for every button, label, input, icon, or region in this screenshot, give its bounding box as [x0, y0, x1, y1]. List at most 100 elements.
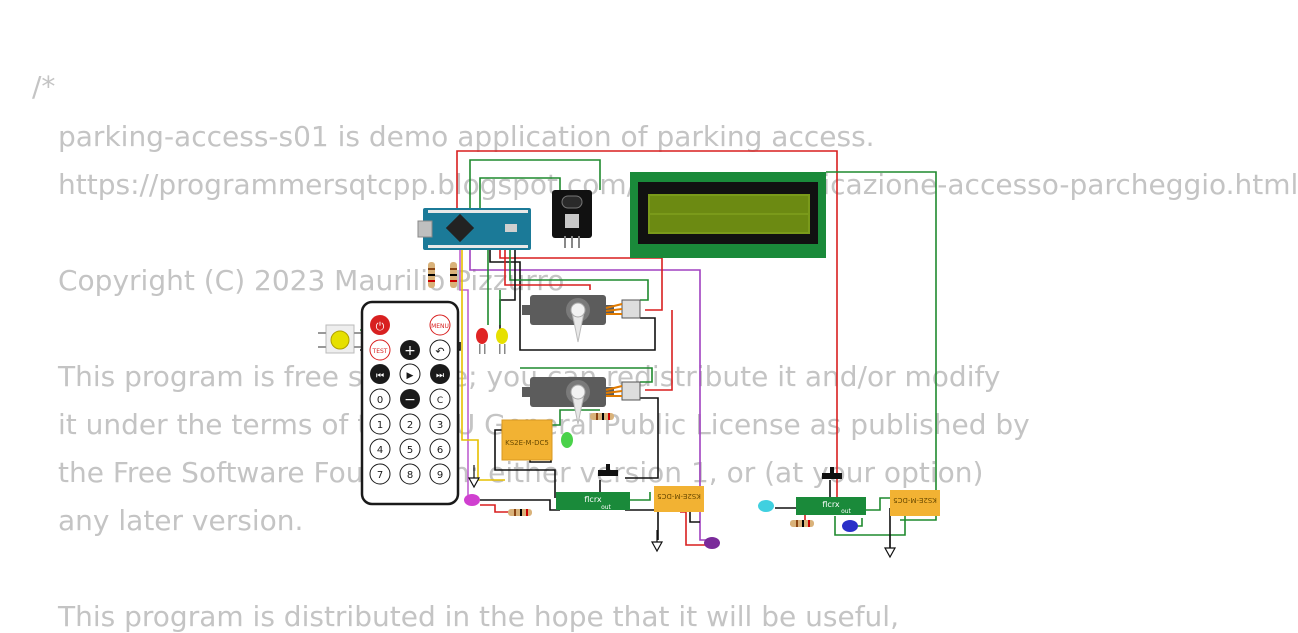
svg-text:flcrx: flcrx — [822, 500, 840, 509]
digit-4-button[interactable]: 4 — [369, 438, 391, 460]
wire-green-lcd[interactable] — [479, 177, 561, 210]
svg-text:C: C — [437, 396, 443, 406]
power-button[interactable]: ⏻ — [370, 315, 390, 335]
svg-text:flcrx: flcrx — [584, 495, 602, 504]
play-button[interactable]: ▶ — [399, 363, 421, 385]
svg-text:0: 0 — [377, 395, 383, 406]
wire-green-2[interactable] — [509, 250, 649, 301]
svg-text:7: 7 — [377, 470, 383, 481]
svg-text:KS2E-M-DC5: KS2E-M-DC5 — [505, 439, 549, 447]
svg-text:TEST: TEST — [372, 348, 388, 355]
resistor[interactable] — [450, 262, 457, 288]
wire-red-2[interactable] — [504, 250, 591, 290]
svg-text:3: 3 — [437, 420, 443, 431]
code-line: /* — [32, 70, 56, 103]
arduino-nano[interactable] — [417, 208, 531, 250]
wire-green-top[interactable] — [469, 159, 601, 210]
servo-motor[interactable] — [522, 377, 641, 425]
next-button[interactable]: ⏭ — [430, 364, 450, 384]
wire-green-sensor2[interactable] — [860, 497, 893, 511]
relay-module-left[interactable]: KS2E-M-DC5 — [501, 419, 553, 461]
resistor[interactable] — [790, 520, 814, 527]
svg-text:9: 9 — [437, 470, 443, 481]
purple-led[interactable] — [704, 537, 720, 549]
magenta-led[interactable] — [464, 494, 480, 506]
ir-receiver[interactable] — [552, 190, 592, 248]
cyan-led[interactable] — [758, 500, 774, 512]
wire-black-servo2[interactable] — [625, 397, 659, 479]
wire-yellow[interactable] — [461, 250, 505, 481]
svg-text:⏮: ⏮ — [376, 371, 384, 381]
lcd-display[interactable] — [630, 172, 826, 258]
svg-text:KS2E-M-DC5: KS2E-M-DC5 — [893, 496, 937, 504]
ground-symbol — [650, 530, 664, 553]
wire-green-sensor1c[interactable] — [628, 492, 651, 501]
svg-text:⏻: ⏻ — [376, 320, 385, 333]
back-button[interactable]: ↶ — [429, 339, 451, 361]
wire-green-sensor2b[interactable] — [834, 515, 906, 536]
ground-symbol — [883, 535, 897, 559]
svg-text:4: 4 — [377, 445, 383, 456]
svg-text:out: out — [601, 504, 611, 511]
digit-6-button[interactable]: 6 — [429, 438, 451, 460]
svg-text:8: 8 — [407, 470, 413, 481]
digit-0-button[interactable]: 0 — [369, 388, 391, 410]
svg-text:+: + — [404, 343, 416, 359]
ir-remote[interactable]: ⏻ MENU TEST + ↶ ⏮ ▶ ⏭ 0 − C 1 2 3 4 5 6 … — [360, 300, 460, 506]
digit-1-button[interactable]: 1 — [369, 413, 391, 435]
wire-black-relay2[interactable] — [689, 510, 700, 523]
digit-2-button[interactable]: 2 — [399, 413, 421, 435]
code-line: This program is distributed in the hope … — [58, 600, 899, 633]
code-line: the Free Software Foundation; either ver… — [58, 456, 984, 489]
minus-button[interactable]: − — [400, 389, 420, 409]
relay-module-mid[interactable]: KS2E-M-DC5 — [654, 486, 704, 512]
servo-motor[interactable] — [522, 295, 641, 343]
svg-text:KS2E-M-DC5: KS2E-M-DC5 — [657, 492, 701, 500]
svg-text:5: 5 — [407, 445, 413, 456]
digit-7-button[interactable]: 7 — [369, 463, 391, 485]
wire-black-sensor1c[interactable] — [625, 509, 659, 540]
digit-8-button[interactable]: 8 — [399, 463, 421, 485]
plus-button[interactable]: + — [400, 340, 420, 360]
svg-text:−: − — [404, 392, 416, 408]
red-led[interactable] — [476, 328, 488, 354]
resistor[interactable] — [590, 413, 614, 420]
test-button[interactable]: TEST — [369, 339, 391, 361]
code-line: any later version. — [58, 504, 304, 537]
relay-module-right[interactable]: KS2E-M-DC5 — [890, 490, 940, 516]
blue-led[interactable] — [842, 520, 858, 532]
push-button[interactable] — [318, 323, 362, 357]
wire-green-servo2[interactable] — [520, 367, 653, 383]
circuit-diagram: ⏻ MENU TEST + ↶ ⏮ ▶ ⏭ 0 − C 1 2 3 4 5 6 … — [318, 150, 940, 559]
sensor-board-right[interactable]: flcrx out — [796, 467, 866, 515]
resistors — [428, 262, 814, 527]
code-line: parking-access-s01 is demo application o… — [58, 120, 875, 153]
svg-text:⏭: ⏭ — [436, 371, 444, 381]
green-led[interactable] — [561, 432, 573, 448]
svg-text:6: 6 — [437, 445, 443, 456]
prev-button[interactable]: ⏮ — [370, 364, 390, 384]
menu-button[interactable]: MENU — [429, 314, 451, 336]
digit-3-button[interactable]: 3 — [429, 413, 451, 435]
wire-red-servo2[interactable] — [645, 310, 673, 391]
digit-9-button[interactable]: 9 — [429, 463, 451, 485]
svg-text:MENU: MENU — [431, 323, 449, 330]
wire-purple[interactable] — [469, 250, 712, 541]
wire-black-1[interactable] — [489, 250, 656, 351]
wire-green-right[interactable] — [826, 171, 937, 521]
svg-text:↶: ↶ — [435, 345, 444, 358]
svg-text:▶: ▶ — [407, 371, 414, 381]
wire-black-sensor1[interactable] — [480, 499, 560, 511]
resistor[interactable] — [428, 262, 435, 288]
digit-5-button[interactable]: 5 — [399, 438, 421, 460]
sensor-board-left[interactable]: flcrx out — [556, 464, 630, 511]
svg-text:2: 2 — [407, 420, 413, 431]
wire-red-sensor1[interactable] — [480, 504, 515, 513]
c-button[interactable]: C — [429, 388, 451, 410]
resistor[interactable] — [508, 509, 532, 516]
svg-text:out: out — [841, 508, 851, 515]
svg-text:1: 1 — [377, 420, 383, 431]
yellow-led[interactable] — [496, 328, 508, 354]
ground-symbol — [467, 465, 481, 489]
wire-black-relay1[interactable] — [494, 429, 556, 498]
